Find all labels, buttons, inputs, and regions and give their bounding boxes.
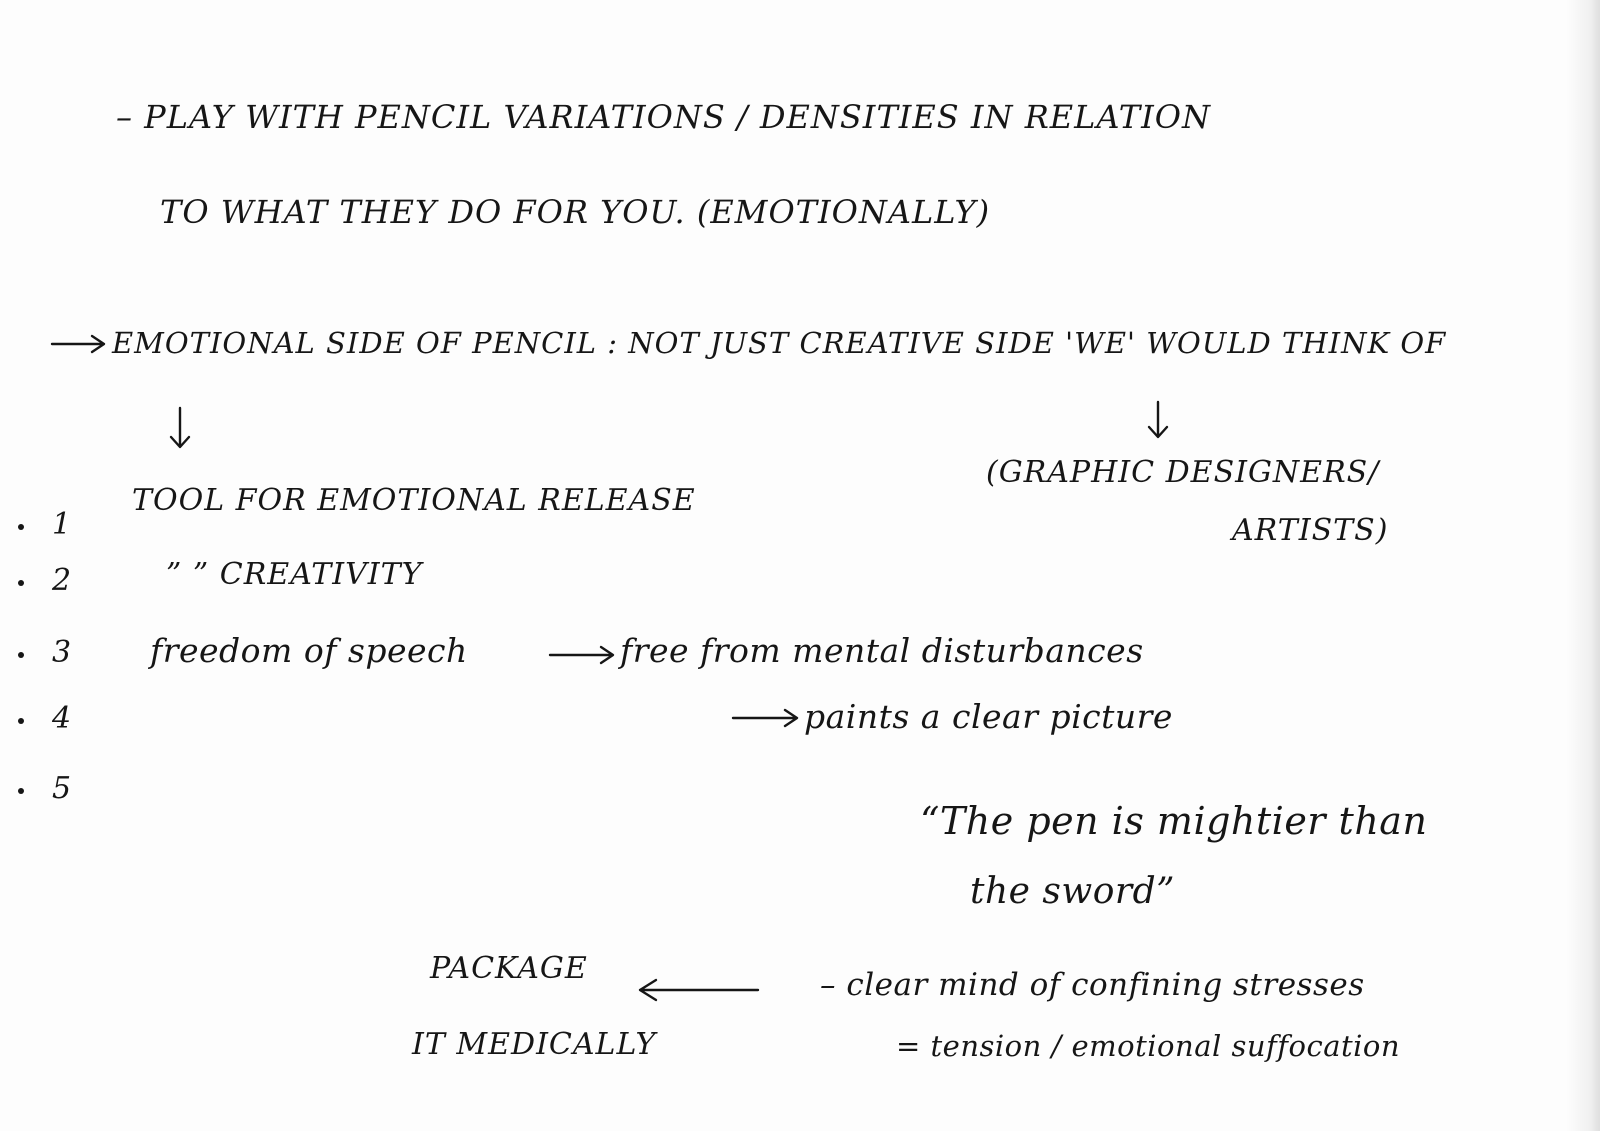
arrow-down-icon [169, 406, 191, 449]
bullet-dot [18, 718, 24, 724]
bullet-number: 3 [52, 635, 72, 670]
medically-text: IT MEDICALLY [412, 1027, 657, 1062]
arrow-left-icon [638, 978, 760, 1002]
bullet-number: 5 [52, 771, 72, 806]
free-from-text: free from mental disturbances [620, 631, 1144, 670]
bullet-dot [18, 652, 24, 658]
arrow-right-icon [731, 708, 799, 728]
page-edge-shadow [1566, 0, 1600, 1131]
artists-text: ARTISTS) [1232, 513, 1389, 548]
note-line-3: EMOTIONAL SIDE OF PENCIL : NOT JUST CREA… [112, 326, 1447, 360]
bullet-dot [18, 580, 24, 586]
arrow-down-icon [1147, 400, 1169, 439]
bullet-number: 2 [52, 563, 72, 598]
bullet-dot [18, 788, 24, 794]
list-item-text: freedom of speech [150, 631, 468, 670]
package-text: PACKAGE [430, 951, 588, 986]
bullet-dot [18, 524, 24, 530]
arrow-right-icon [548, 645, 615, 665]
paints-picture-text: paints a clear picture [804, 697, 1173, 736]
clear-mind-text: – clear mind of confining stresses [820, 967, 1365, 1003]
quote-line-1: “The pen is mightier than [920, 799, 1428, 843]
note-line-1: – PLAY WITH PENCIL VARIATIONS / DENSITIE… [116, 98, 1211, 136]
bullet-number: 1 [52, 507, 72, 542]
graphic-designers-text: (GRAPHIC DESIGNERS/ [986, 455, 1380, 490]
quote-line-2: the sword” [970, 871, 1176, 912]
list-item-text: ” ” CREATIVITY [166, 557, 423, 592]
tension-text: = tension / emotional suffocation [896, 1029, 1401, 1063]
arrow-right-icon [50, 334, 106, 354]
bullet-number: 4 [52, 701, 72, 736]
list-item-text: TOOL FOR EMOTIONAL RELEASE [132, 483, 696, 518]
note-line-2: TO WHAT THEY DO FOR YOU. (EMOTIONALLY) [160, 193, 991, 231]
